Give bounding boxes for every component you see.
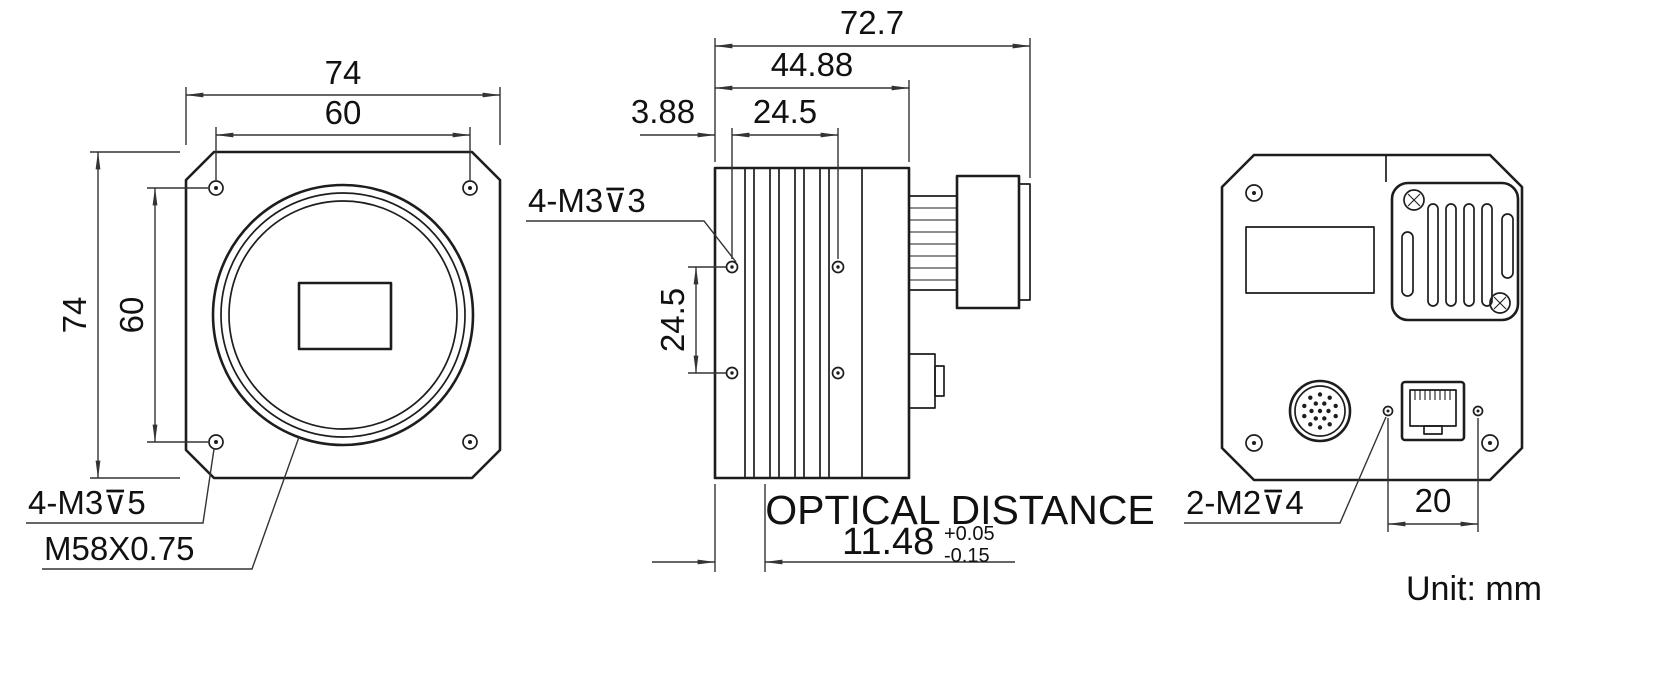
back-corner-screw-holes (1245, 184, 1499, 452)
dim-front-height-outer: 74 (56, 297, 93, 334)
ethernet-jack (1400, 380, 1466, 442)
optical-distance-dimension: OPTICAL DISTANCE 11.48 +0.05 -0.15 (652, 484, 1155, 572)
unit-label: Unit: mm (1406, 570, 1542, 608)
screw-hole (1245, 434, 1263, 452)
dim-front-width-outer: 74 (325, 54, 362, 91)
heat-sink-grille (1390, 181, 1520, 322)
screw-hole (1382, 405, 1394, 417)
screw-hole (1245, 184, 1263, 202)
back-view: 2-M2⊽4 20 (1184, 153, 1524, 532)
dim-front-to-hole: 3.88 (631, 93, 695, 130)
screw-hole (831, 366, 845, 380)
front-labels: 4-M3⊽5 M58X0.75 (26, 436, 300, 570)
lens-mount-inner-circle (228, 200, 458, 430)
screw-hole (831, 260, 845, 274)
front-dimensions: 74 60 74 60 (56, 54, 501, 479)
label-rear-screws: 2-M2⊽4 (1186, 484, 1304, 521)
optical-distance-tol-minus: -0.15 (944, 545, 990, 567)
screw-hole (208, 180, 224, 196)
label-plate (1245, 226, 1375, 294)
heat-sink-fins (744, 168, 830, 478)
front-plate-outline (184, 150, 502, 480)
dim-hole-spacing-horizontal: 24.5 (753, 93, 817, 130)
label-corner-screws: 4-M3⊽5 (28, 484, 146, 521)
grille-screw (1489, 292, 1511, 314)
back-labels: 2-M2⊽4 20 (1184, 416, 1479, 532)
dim-front-hole-spacing-w: 60 (325, 94, 362, 131)
side-view: 72.7 44.88 3.88 24.5 24.5 4-M3⊽3 (526, 4, 1155, 572)
rear-ridge-block (908, 195, 958, 291)
sensor-window (297, 281, 393, 351)
rear-connector-block (955, 174, 1031, 310)
screw-hole-center (468, 440, 472, 444)
m2-holes (1382, 405, 1484, 417)
side-protrusion (908, 353, 945, 409)
dim-hole-spacing-vertical: 24.5 (654, 288, 691, 352)
back-plate-outline (1220, 153, 1524, 482)
leader-rear-screws (1184, 416, 1387, 524)
screw-hole (462, 434, 478, 450)
screw-hole (1481, 434, 1499, 452)
power-io-connector (1288, 379, 1352, 443)
lens-mount-middle-circle (220, 192, 466, 438)
screw-hole (725, 260, 739, 274)
front-view: 74 60 74 60 4-M3⊽5 M58X0.75 (26, 54, 502, 570)
dim-depth-total: 72.7 (840, 4, 904, 41)
leader-lens-mount (42, 436, 300, 570)
label-lens-mount-thread: M58X0.75 (44, 530, 194, 567)
screw-hole-center (214, 186, 218, 190)
grille-screw (1403, 189, 1425, 211)
leader-side-screws (526, 220, 737, 263)
dim-rear-hole-spacing: 20 (1415, 482, 1452, 519)
side-labels: 4-M3⊽3 (526, 182, 737, 263)
optical-distance-label: OPTICAL DISTANCE (765, 487, 1155, 533)
screw-hole (462, 180, 478, 196)
screw-hole-center (214, 440, 218, 444)
screw-hole (208, 434, 224, 450)
leader-corner-screws (26, 448, 215, 524)
screw-hole (725, 366, 739, 380)
side-body-outline (713, 166, 911, 480)
side-screw-holes (725, 260, 845, 380)
label-side-screws: 4-M3⊽3 (528, 182, 646, 219)
lens-mount-outer-circle (211, 183, 475, 447)
front-corner-screw-holes (208, 180, 478, 450)
optical-distance-value: 11.48 (842, 521, 934, 563)
optical-distance-tol-plus: +0.05 (944, 523, 995, 545)
side-dimensions: 72.7 44.88 3.88 24.5 24.5 (631, 4, 1031, 374)
dim-depth-body: 44.88 (771, 46, 854, 83)
screw-hole-center (468, 186, 472, 190)
dim-front-hole-spacing-h: 60 (113, 297, 150, 334)
screw-hole (1472, 405, 1484, 417)
